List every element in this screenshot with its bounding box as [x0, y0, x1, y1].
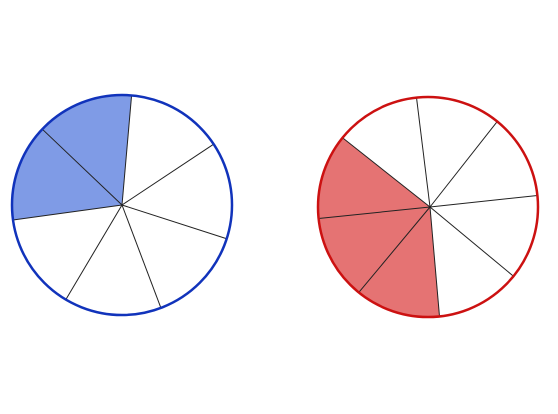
unshaded-sector [122, 205, 227, 308]
sector-divider-line [318, 206, 431, 219]
sector-divider-line [65, 204, 123, 300]
fraction-circle-eighths [316, 95, 540, 319]
sector-divider-line [121, 204, 227, 240]
unshaded-sector [122, 144, 232, 239]
sector-divider-line [121, 204, 162, 309]
shaded-sector [358, 207, 440, 317]
shaded-sector [42, 95, 132, 205]
sector-divider-line [121, 95, 133, 206]
circle-outline [10, 93, 234, 317]
unshaded-sector [122, 95, 214, 205]
sector-divider-line [121, 143, 214, 206]
shaded-sector [317, 137, 430, 219]
unshaded-sector [430, 122, 537, 207]
sector-divider-line [12, 204, 123, 221]
sector-divider-line [358, 206, 431, 293]
shaded-sector [318, 207, 430, 293]
sector-divider-line [342, 137, 431, 208]
sector-divider-line [429, 121, 498, 208]
unshaded-sector [430, 207, 513, 316]
sector-divider-line [429, 195, 538, 208]
sector-divider-line [429, 206, 440, 317]
sector-divider-line [416, 97, 431, 208]
unshaded-sector [13, 205, 122, 300]
sector-divider-line [429, 206, 514, 277]
shaded-sector [12, 129, 123, 221]
sector-divider-line [41, 128, 123, 206]
unshaded-sector [66, 205, 161, 315]
fraction-circle-sevenths [10, 93, 234, 317]
circle-outline [316, 95, 540, 319]
